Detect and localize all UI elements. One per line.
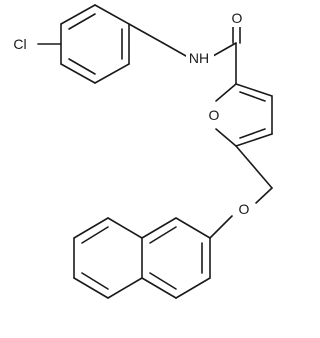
bond (94, 4, 130, 25)
bond (60, 4, 96, 25)
bond (107, 217, 143, 239)
bond (235, 83, 273, 97)
double-bond-inner (68, 13, 96, 30)
amide-nitrogen-label: NH (189, 50, 209, 66)
bond (235, 133, 273, 147)
bond (107, 277, 143, 299)
ether-oxygen-label: O (239, 201, 250, 217)
double-bond-inner (239, 91, 266, 102)
atom-label-o-ether: O (236, 200, 252, 218)
chlorine-label: Cl (13, 36, 26, 52)
bond (215, 128, 237, 147)
furan-oxygen-label: O (209, 107, 220, 123)
bond (215, 83, 237, 102)
bond (94, 63, 130, 84)
bond-o-naphthyl (209, 215, 233, 239)
carbonyl-oxygen-label: O (232, 10, 243, 26)
chlorophenyl-ring (60, 4, 130, 84)
bond (175, 217, 211, 239)
atom-label-nh: NH (186, 49, 214, 67)
bond-ch2-n (162, 42, 187, 57)
bond (73, 277, 109, 299)
double-bond-inner (81, 272, 109, 290)
bond (141, 277, 177, 299)
bond (175, 277, 211, 299)
bond-ch2-o (255, 187, 273, 204)
double-bond-inner (149, 272, 177, 290)
bond-ring-ch2 (128, 23, 164, 44)
double-bond-inner (149, 226, 177, 244)
bond-n-c (212, 42, 237, 57)
double-bond-inner (81, 226, 109, 244)
bond-furan-ch2 (235, 145, 273, 189)
furan-ring (215, 83, 273, 147)
double-bond-inner (68, 58, 96, 75)
bond (60, 63, 96, 84)
atom-label-cl: Cl (2, 35, 36, 53)
bond (141, 217, 177, 239)
atom-label-o-carbonyl: O (229, 9, 245, 27)
double-bond-inner (239, 128, 266, 139)
naphthalene-rings (73, 217, 211, 299)
atom-label-o-furan: O (206, 106, 222, 124)
bond (73, 217, 109, 239)
